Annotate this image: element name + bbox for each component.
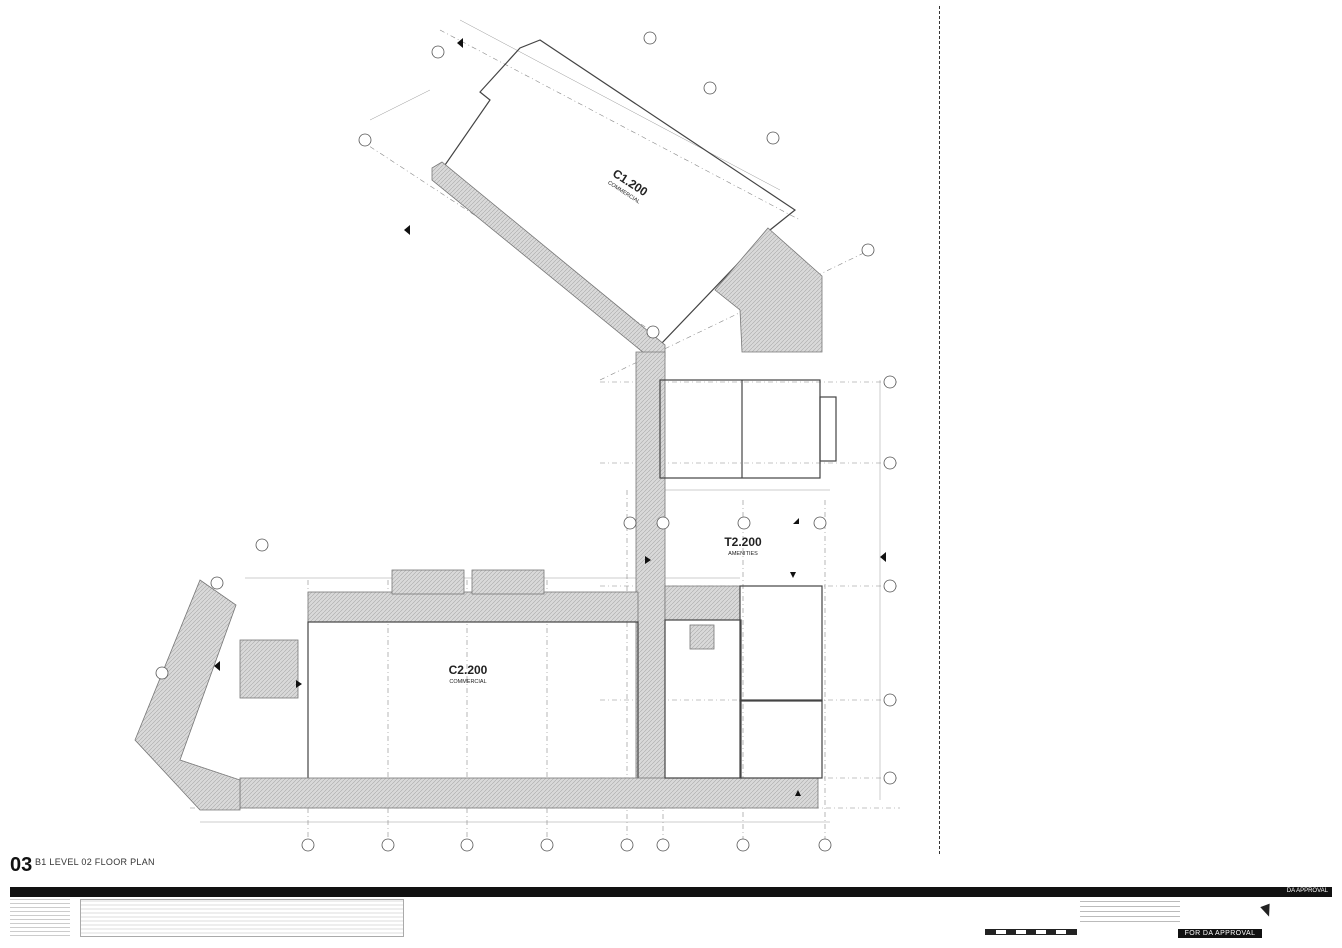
wing-c2 [134, 569, 819, 811]
room-label-c1: C1.200 COMMERCIAL [606, 166, 650, 205]
sheet-divider [939, 6, 940, 854]
room-code-c2: C2.200 [449, 663, 488, 677]
corridor-spine [635, 351, 741, 809]
grid-bubbles [155, 31, 897, 852]
amenities-block [664, 585, 823, 779]
revision-table [80, 899, 404, 937]
project-details [1080, 901, 1180, 923]
titleblock: FOR DA APPROVAL [10, 899, 1332, 941]
status-banner: DA APPROVAL [1286, 888, 1328, 894]
room-label-c2: C2.200 COMMERCIAL [449, 663, 488, 685]
north-arrow-icon [1260, 903, 1274, 919]
room-code-t2: T2.200 [724, 535, 762, 549]
offices-block [659, 379, 837, 479]
wing-c1 [431, 39, 823, 363]
drawing-number: 03 [10, 854, 33, 876]
grid-lines [190, 29, 900, 840]
section-markers [214, 38, 886, 796]
room-use-t2: AMENITIES [728, 551, 758, 557]
room-label-t2: T2.200 AMENITIES [724, 535, 762, 557]
room-use-c2: COMMERCIAL [449, 679, 486, 685]
titleblock-bar: DA APPROVAL [10, 887, 1332, 897]
scale-bar [985, 929, 1077, 935]
consultant-logo [10, 899, 70, 939]
approval-stamp: FOR DA APPROVAL [1178, 929, 1262, 938]
drawing-title: B1 LEVEL 02 FLOOR PLAN [35, 857, 155, 867]
